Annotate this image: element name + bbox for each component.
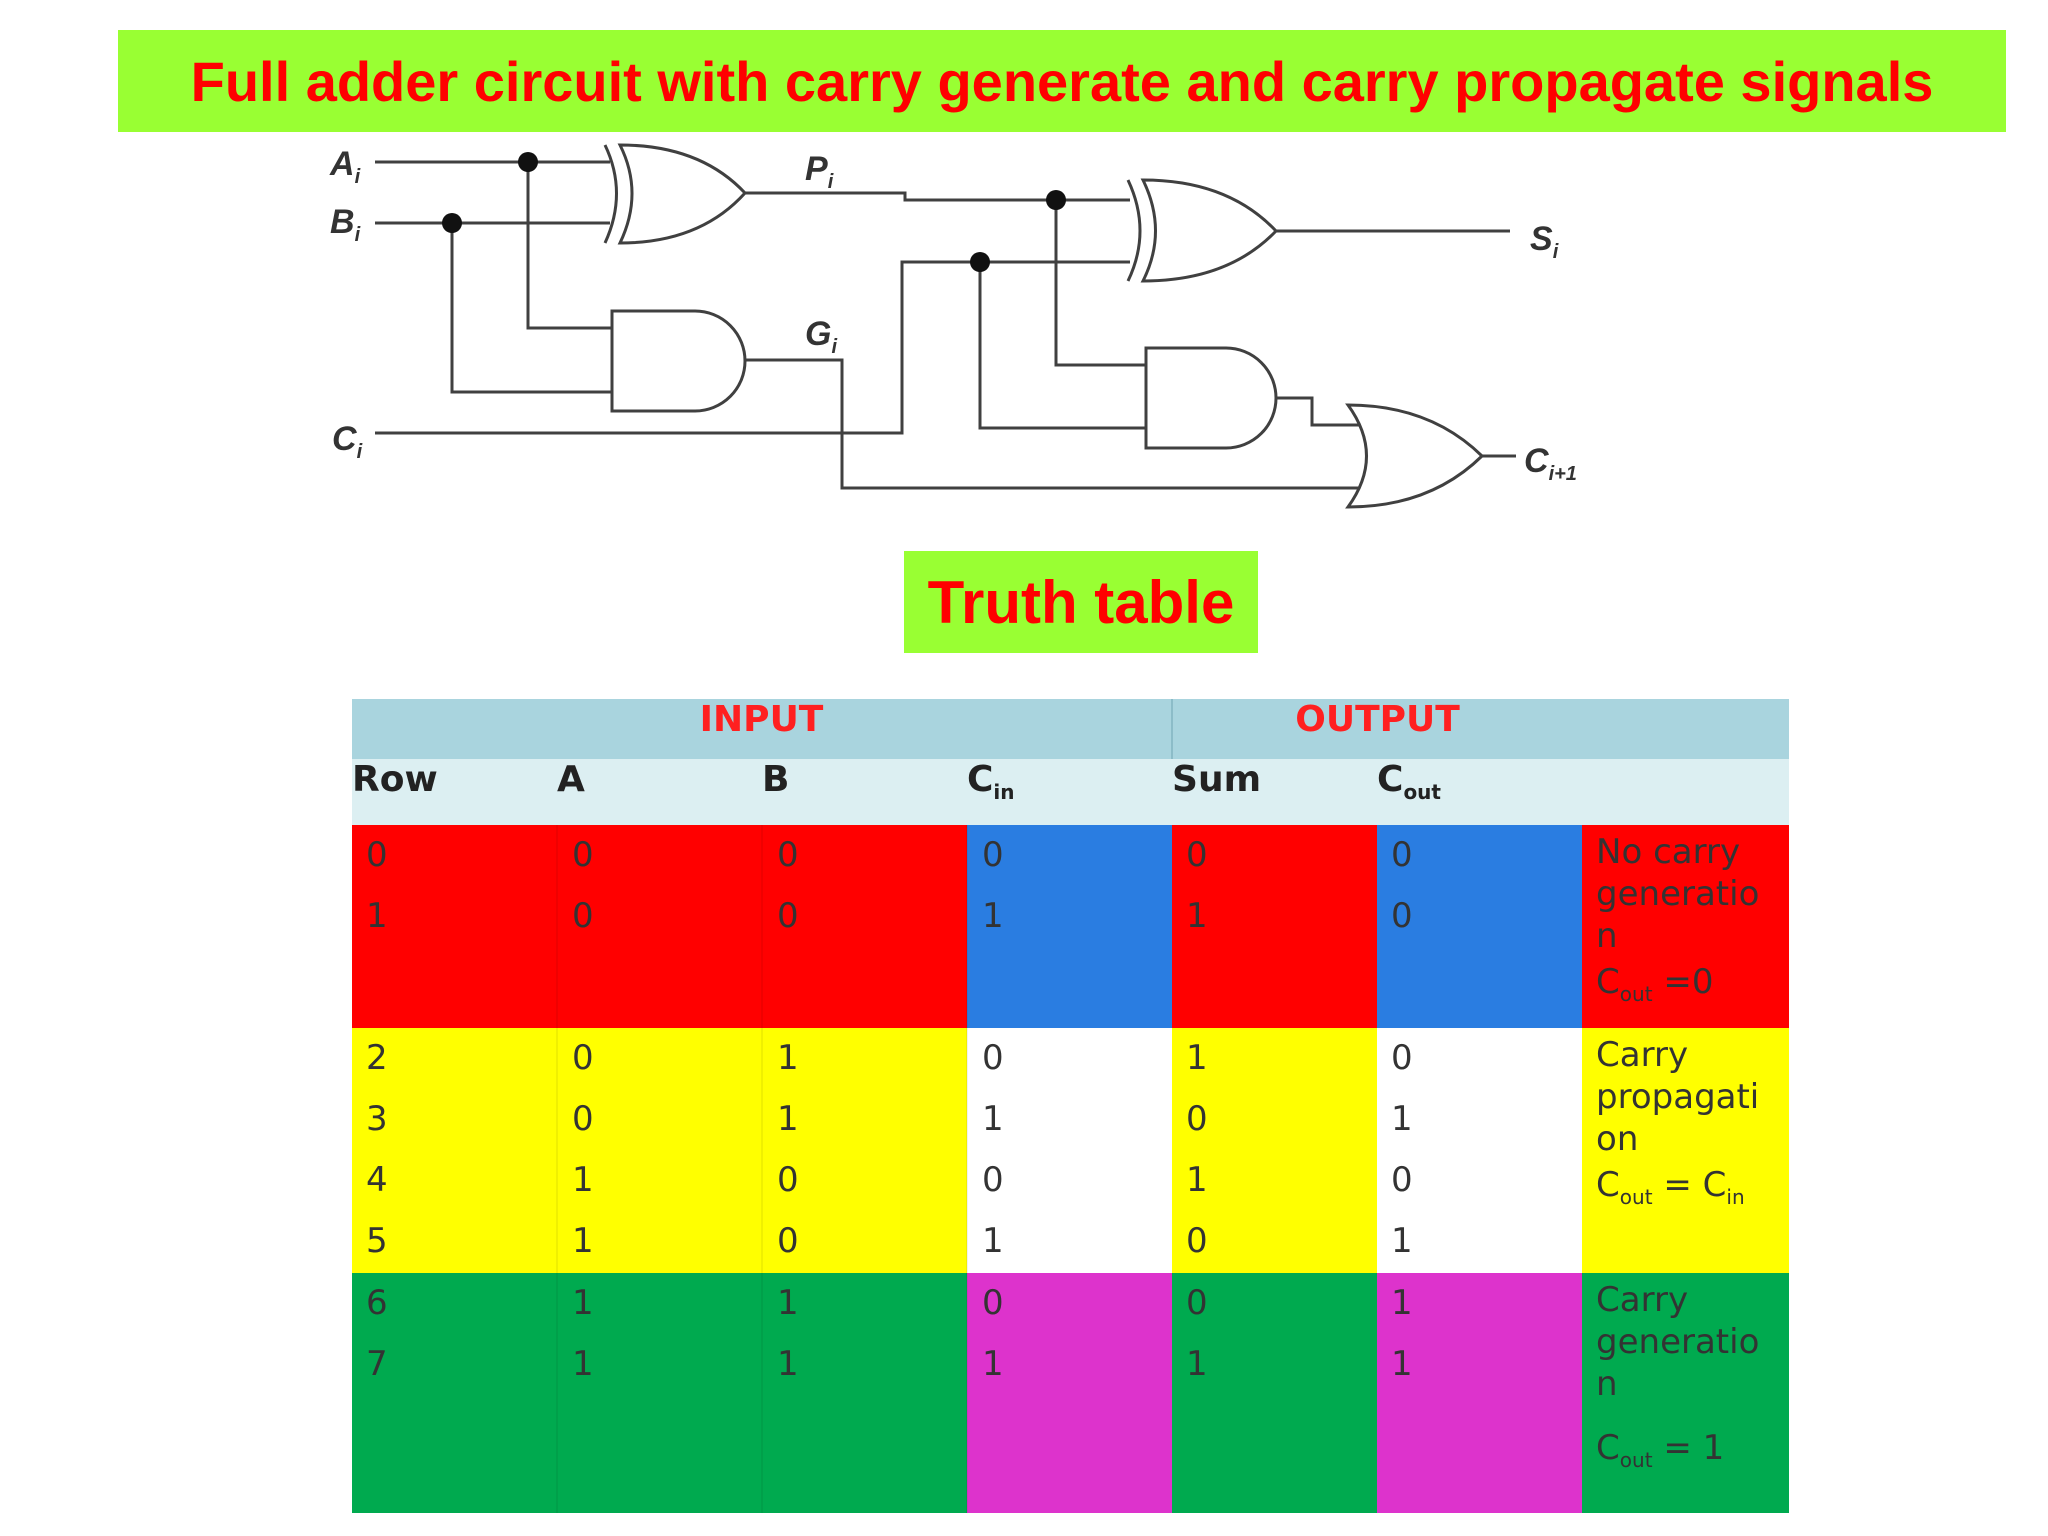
section-title: Truth table [927,568,1235,636]
col-header-note [1582,759,1790,825]
and-gate-2 [1144,346,1278,450]
junction-dots [442,152,1066,272]
input-group-header: INPUT [352,699,1174,759]
xor-gate-1 [603,143,748,245]
label-b: Bi [330,203,361,246]
col-header-a: A [557,759,762,825]
label-sum: Si [1530,220,1559,263]
output-group-header: OUTPUT [1172,699,1583,759]
title-banner: Full adder circuit with carry generate a… [118,30,2006,132]
xor-gate-2 [1126,178,1279,283]
page-title: Full adder circuit with carry generate a… [190,49,1934,113]
col-header-row: Row [352,759,557,825]
note-carry-generation: Carry generatio n Cout = 1 [1582,1273,1790,1513]
label-carry-out: Ci+1 [1524,442,1577,485]
col-header-cin: Cin [967,759,1173,825]
full-adder-circuit: Ai Bi Ci Pi Gi Si Ci+1 [329,143,1577,509]
label-p: Pi [805,150,834,193]
signal-labels: Ai Bi Ci Pi Gi Si Ci+1 [329,145,1577,485]
col-header-b: B [762,759,967,825]
col-header-cout: Cout [1377,759,1583,825]
column-header-row: Row A B Cin Sum Cout [352,759,1790,825]
col-header-sum: Sum [1172,759,1378,825]
subtitle-banner: Truth table [904,551,1258,653]
group-header-spacer [1582,699,1790,759]
group-header-row: INPUT OUTPUT [352,699,1790,759]
note-no-carry: No carry generatio n Cout =0 [1582,825,1790,1028]
label-c: Ci [332,420,363,463]
or-gate [1345,403,1485,509]
label-g: Gi [805,315,837,358]
note-carry-propagation: Carry propagati on Cout = Cin [1582,1028,1790,1273]
circuit-wires [375,160,1516,490]
label-a: Ai [329,145,361,188]
and-gate-1 [610,309,747,413]
